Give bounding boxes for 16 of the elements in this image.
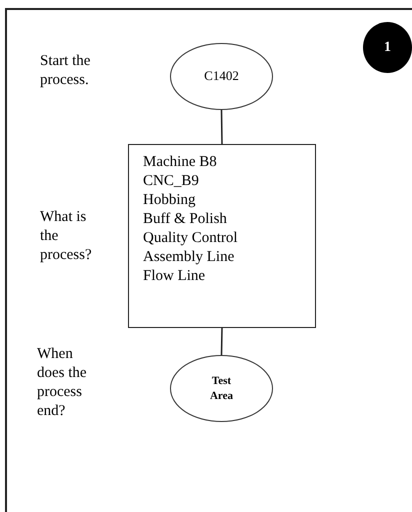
node-label: Test Area: [208, 374, 234, 403]
node-label: C1402: [203, 68, 240, 85]
process-step: CNC_B9: [143, 172, 301, 191]
connector-line: [220, 110, 223, 144]
question-text: When does the process end?: [37, 345, 88, 421]
process-step: Hobbing: [143, 191, 301, 210]
connector-line: [220, 328, 223, 356]
question-text: What is the process?: [40, 208, 93, 265]
process-step: Quality Control: [143, 229, 301, 248]
process-step: Assembly Line: [143, 248, 301, 267]
process-step: Buff & Polish: [143, 210, 301, 229]
process-step: Flow Line: [143, 267, 301, 286]
question-text: Start the process.: [40, 52, 92, 90]
process-box: [128, 144, 316, 328]
number-badge: 1: [363, 22, 412, 73]
process-step: Machine B8: [143, 153, 301, 172]
